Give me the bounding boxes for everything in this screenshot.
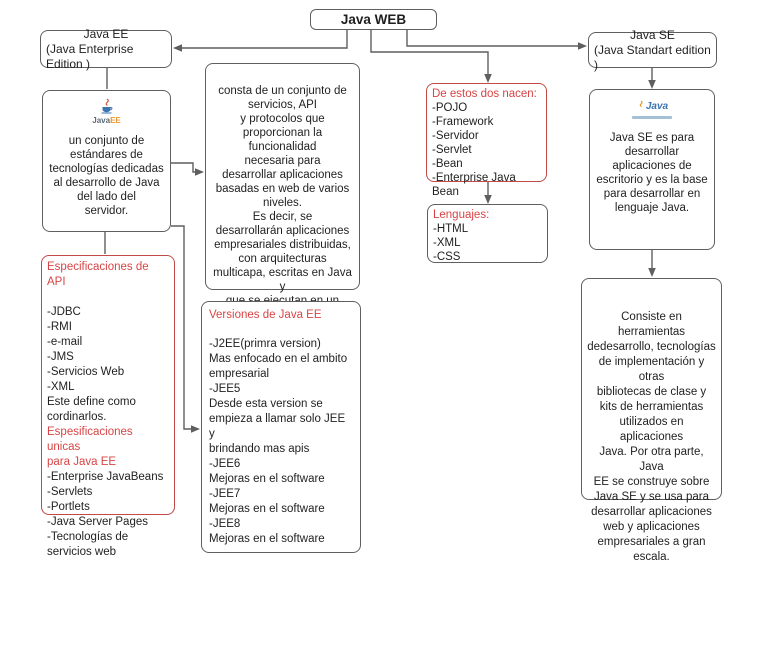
edge-definition-to-versions <box>171 225 200 433</box>
node-se-details[interactable]: Consiste en herramientas dedesarrollo, t… <box>581 278 722 563</box>
coffee-cup-icon <box>101 98 112 114</box>
versiones-body: -J2EE(primra version) Mas enfocado en el… <box>209 338 348 545</box>
de-estos-items: -POJO -Framework -Servidor -Servlet -Bea… <box>432 102 516 198</box>
node-spec-api[interactable]: Especificaciones de API -JDBC -RMI -e-ma… <box>41 255 175 558</box>
spec-api-title: Especificaciones de API <box>47 261 149 288</box>
se-definition-text: Java SE es para desarrollar aplicaciones… <box>596 132 708 214</box>
node-versiones[interactable]: Versiones de Java EE -J2EE(primra versio… <box>201 301 361 553</box>
ee-details-text: consta de un conjunto de servicios, API … <box>213 85 352 335</box>
node-de-estos[interactable]: De estos dos nacen: -POJO -Framework -Se… <box>426 83 547 198</box>
java-logo-tagline <box>632 116 672 119</box>
node-java-se-title: Java SE <box>630 27 675 42</box>
versiones-title: Versiones de Java EE <box>209 309 322 321</box>
node-lenguajes[interactable]: Lenguajes: -HTML -XML -CSS <box>427 204 548 263</box>
lenguajes-items: -HTML -XML -CSS <box>433 223 469 263</box>
edge-root-to-javase <box>406 29 587 50</box>
edge-root-to-deestos <box>370 29 492 83</box>
java-ee-logo-label: JavaEE <box>92 116 121 125</box>
ee-definition-text: un conjunto de estándares de tecnologías… <box>49 135 164 217</box>
edge-sedefinition-to-sedetails <box>648 250 656 277</box>
node-java-ee[interactable]: Java EE (Java Enterprise Edition ) <box>40 26 172 71</box>
node-se-definition[interactable]: Java Java SE es para desarrollar aplicac… <box>589 89 715 250</box>
node-java-ee-title: Java EE <box>83 26 129 41</box>
lenguajes-title: Lenguajes: <box>433 209 490 221</box>
edge-root-to-javaee <box>173 29 348 52</box>
node-java-web[interactable]: Java WEB <box>310 9 437 30</box>
java-ee-logo: JavaEE <box>48 98 165 128</box>
node-ee-details[interactable]: consta de un conjunto de servicios, API … <box>205 63 360 335</box>
de-estos-title: De estos dos nacen: <box>432 88 537 100</box>
se-details-text: Consiste en herramientas dedesarrollo, t… <box>587 311 716 563</box>
java-logo-label: Java <box>636 100 668 114</box>
spec-api-subtitle: Espesificaciones unicas para Java EE <box>47 426 133 468</box>
node-java-web-label: Java WEB <box>340 11 407 27</box>
node-ee-definition[interactable]: JavaEE un conjunto de estándares de tecn… <box>42 90 171 232</box>
node-java-se-subtitle: (Java Standart edition ) <box>594 42 711 72</box>
node-java-ee-subtitle: (Java Enterprise Edition ) <box>46 41 134 71</box>
edge-definition-to-details <box>171 162 204 176</box>
spec-api-items-2: -Enterprise JavaBeans -Servlets -Portlet… <box>47 471 164 558</box>
java-logo: Java <box>595 100 709 119</box>
spec-api-items-1: -JDBC -RMI -e-mail -JMS -Servicios Web -… <box>47 306 136 423</box>
java-swoosh-icon <box>639 100 643 108</box>
node-java-se[interactable]: Java SE (Java Standart edition ) <box>588 28 717 72</box>
